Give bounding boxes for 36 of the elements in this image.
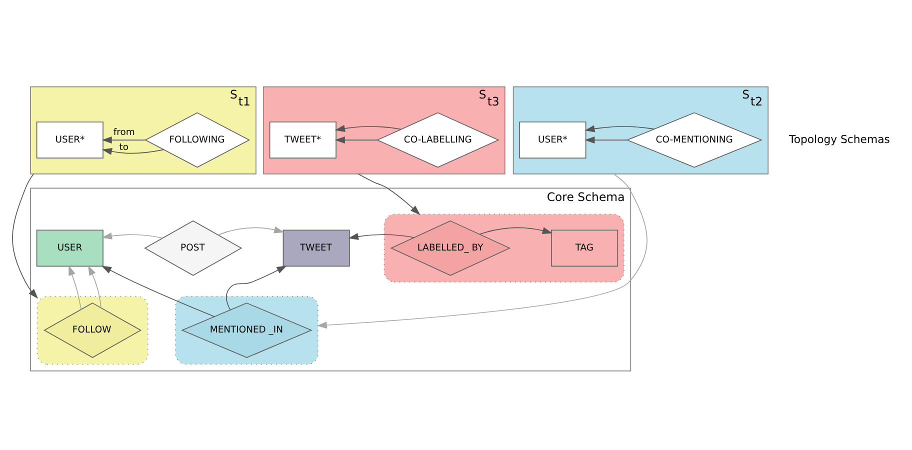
edge-label: from	[113, 126, 135, 138]
node-diamond: CO-MENTIONING	[626, 112, 763, 168]
arrow	[479, 226, 553, 234]
cluster	[36, 295, 148, 364]
arrow	[102, 232, 163, 239]
node-box: TAG	[551, 229, 618, 266]
arrow	[101, 265, 215, 317]
arrow	[316, 173, 648, 328]
arrow	[334, 136, 378, 144]
arrow	[358, 173, 420, 215]
arrow	[584, 124, 655, 132]
arrow	[102, 136, 146, 144]
arrow	[12, 173, 38, 298]
arrow	[584, 136, 628, 144]
node-box: TWEET	[282, 229, 350, 266]
arrow	[226, 265, 287, 310]
node-diamond: FOLLOW	[44, 302, 142, 358]
node-box: USER*	[519, 121, 586, 158]
arrow	[348, 232, 415, 240]
arrow	[334, 124, 402, 132]
label: Topology Schemas	[789, 132, 890, 146]
arrow	[102, 148, 164, 154]
arrow	[88, 264, 102, 308]
node-diamond: FOLLOWING	[144, 112, 250, 168]
node-box: USER	[36, 229, 104, 266]
arrow	[218, 226, 284, 235]
node-diamond: MENTIONED _IN	[181, 302, 312, 358]
edge-label: to	[119, 141, 129, 152]
cluster	[384, 213, 624, 282]
arrow	[68, 264, 82, 310]
node-diamond: LABELLED_ BY	[390, 220, 511, 276]
node-diamond: POST	[144, 220, 242, 276]
node-box: USER*	[36, 121, 104, 158]
node-box: TWEET*	[269, 121, 336, 158]
node-diamond: CO-LABELLING	[376, 112, 500, 168]
cluster	[175, 295, 318, 364]
